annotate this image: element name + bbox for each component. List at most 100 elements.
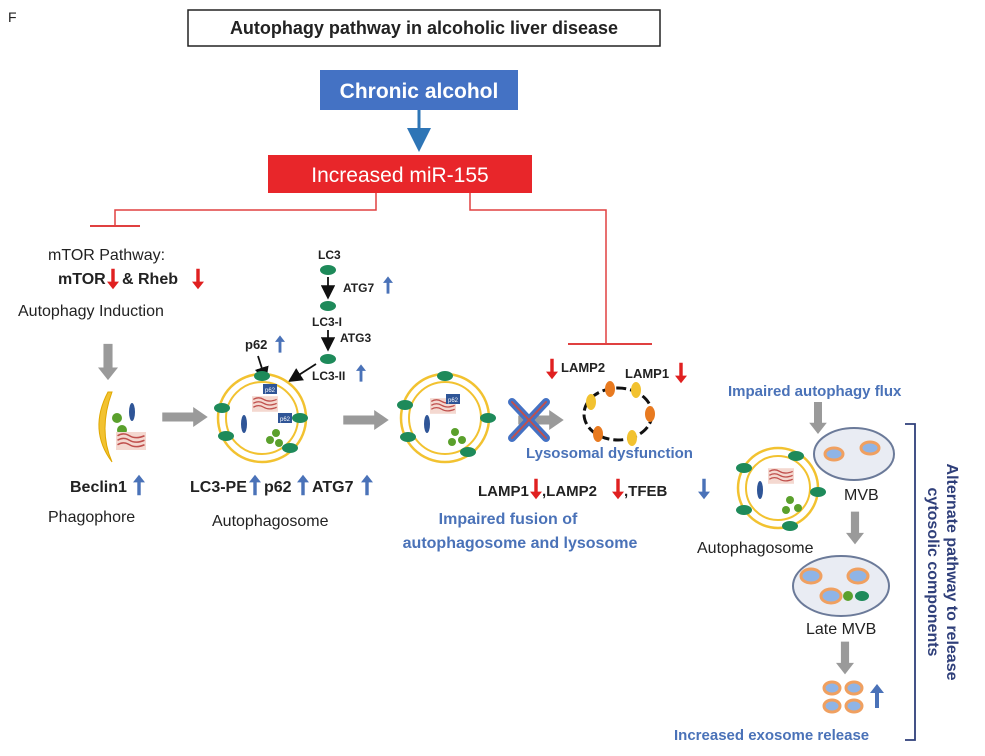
late-mvb — [792, 555, 890, 617]
phagophore-cargo — [115, 432, 147, 450]
impaired-flux-label: Impaired autophagy flux — [728, 383, 902, 400]
autophagosome3-label: Autophagosome — [697, 540, 814, 557]
green-dot — [272, 429, 280, 437]
phagophore-blue-ellipse — [129, 403, 135, 421]
lc3-dot — [855, 591, 869, 601]
rheb-down-arrow — [192, 268, 204, 290]
exosome — [844, 680, 864, 696]
exosome-up-arrow — [870, 684, 884, 708]
autophagosome3-blue-ellipse — [757, 481, 763, 499]
flux-arrow — [809, 402, 827, 434]
p62-label: p62 — [245, 337, 267, 352]
lc3-label: LC3 — [318, 248, 341, 262]
exosome-release-label: Increased exosome release — [674, 727, 869, 744]
atg3-label: ATG3 — [340, 331, 371, 345]
green-dot — [451, 428, 459, 436]
p62-box-label: p62 — [265, 388, 276, 394]
phagophore-membrane — [98, 391, 113, 463]
lc3-i-dot — [320, 301, 336, 311]
exosome — [822, 680, 842, 696]
alternate-pathway-line2: cytosolic components — [924, 488, 941, 657]
lc3-ii-up-arrow — [356, 364, 366, 382]
lamp2-label: LAMP2 — [561, 360, 605, 375]
lamp2-marker-arrow — [612, 478, 624, 500]
lc3-dot — [788, 451, 804, 461]
late-mvb-vesicle — [819, 587, 843, 605]
autophagosome2-inner — [408, 381, 482, 455]
mtor-down-arrow — [107, 268, 119, 290]
rheb-label: & Rheb — [122, 271, 178, 288]
exosome — [822, 698, 842, 714]
lc3-dot — [782, 521, 798, 531]
mtor-pathway-label: mTOR Pathway: — [48, 247, 165, 264]
green-dot — [794, 504, 802, 512]
lysosome-protein — [631, 382, 641, 398]
alternate-pathway-bracket — [905, 423, 916, 741]
green-dot — [782, 506, 790, 514]
lamp1-marker-arrow — [530, 478, 542, 500]
green-dot — [843, 591, 853, 601]
lc3-ii-to-autophagosome-arrow — [287, 363, 317, 382]
lc3-dot — [460, 447, 476, 457]
block-x-outline — [511, 401, 547, 439]
lamp1-marker-label: LAMP1 — [478, 483, 529, 500]
lc3-i-label: LC3-I — [312, 315, 342, 329]
beclin-up-arrow — [133, 474, 145, 496]
panel-letter: F — [8, 9, 17, 25]
lysosome-protein — [586, 394, 596, 410]
arrow-to-autophagosome-2 — [343, 410, 389, 430]
inhibit-mtor-line — [114, 193, 377, 226]
autophagosome3-inner — [745, 455, 811, 521]
autophagosome-cargo — [252, 396, 278, 412]
autophagosome-blue-ellipse — [241, 415, 247, 433]
green-dot — [458, 436, 466, 444]
p62-box — [446, 394, 460, 404]
mvb — [813, 427, 895, 481]
late-mvb-arrow — [836, 641, 854, 675]
mir155-box — [268, 155, 532, 193]
mtor-label: mTOR — [58, 271, 106, 288]
lc3-dot — [400, 432, 416, 442]
atg7-marker-up-arrow — [361, 474, 373, 496]
autophagy-induction-label: Autophagy Induction — [18, 303, 164, 320]
lc3-dot — [214, 403, 230, 413]
green-dot — [266, 436, 274, 444]
mvb-vesicle — [823, 446, 845, 462]
lysosome-protein — [605, 381, 615, 397]
lc3-dot — [292, 413, 308, 423]
lc3-dot — [810, 487, 826, 497]
lc3-dot — [397, 400, 413, 410]
mir155-label: Increased miR-155 — [311, 164, 488, 187]
lamp1-label: LAMP1 — [625, 366, 669, 381]
autophagosome3-cargo — [768, 468, 794, 484]
lc3-dot — [437, 371, 453, 381]
lc3-dot — [282, 443, 298, 453]
lc3-pe-label: LC3-PE — [190, 479, 247, 496]
chronic-alcohol-label: Chronic alcohol — [340, 80, 499, 103]
lc3-dot — [736, 463, 752, 473]
lysosome-protein — [627, 430, 637, 446]
exosome — [844, 698, 864, 714]
lc3-pe-up-arrow — [249, 474, 261, 496]
inhibit-lysosome-line — [469, 193, 607, 344]
autophagosome-label: Autophagosome — [212, 513, 329, 530]
late-mvb-label: Late MVB — [806, 621, 876, 638]
autophagosome2-blue-ellipse — [424, 415, 430, 433]
arrow-to-autophagosome — [162, 407, 208, 427]
p62-box — [263, 384, 277, 394]
lc3-ii-dot — [320, 354, 336, 364]
p62-box — [278, 413, 292, 423]
atg7-marker-label: ATG7 — [312, 479, 354, 496]
impaired-fusion-line2: autophagosome and lysosome — [403, 535, 638, 552]
tfeb-marker-arrow — [698, 478, 710, 500]
title-box — [187, 9, 661, 47]
late-mvb-vesicle — [846, 567, 870, 585]
green-dot — [275, 439, 283, 447]
atg7-label: ATG7 — [343, 281, 374, 295]
tfeb-marker-label: ,TFEB — [624, 483, 667, 500]
mvb-arrow — [846, 511, 864, 545]
green-dot — [786, 496, 794, 504]
lamp2-down-arrow — [546, 358, 558, 380]
lc3-dot — [736, 505, 752, 515]
